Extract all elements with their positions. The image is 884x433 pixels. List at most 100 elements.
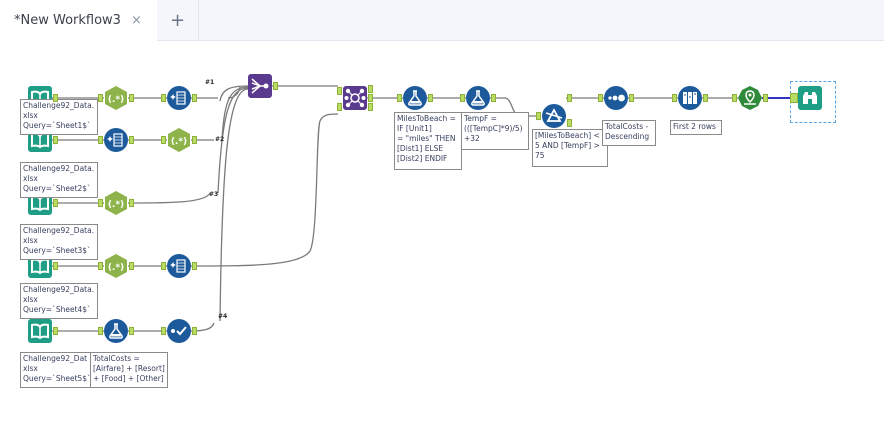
- connection-wire: [219, 85, 249, 102]
- input-port[interactable]: [161, 136, 166, 144]
- filter-tool[interactable]: [542, 104, 566, 128]
- join-multiple-tool[interactable]: [343, 86, 367, 110]
- annotation-input-1: Challenge92_Data. xlsx Query=`Sheet1$`: [20, 99, 98, 135]
- output-port[interactable]: [129, 94, 134, 102]
- input-port[interactable]: [598, 94, 603, 102]
- svg-text:(.*): (.*): [171, 137, 187, 147]
- connection-label: #2: [215, 136, 225, 143]
- input-port[interactable]: [161, 262, 166, 270]
- connection-wire: [217, 87, 249, 194]
- output-port-L[interactable]: [368, 85, 373, 93]
- flask-icon: [466, 86, 490, 110]
- regex-tool[interactable]: (.*): [167, 128, 191, 152]
- book-icon: [28, 254, 52, 278]
- output-port-false[interactable]: [567, 119, 572, 127]
- annotation-sample: First 2 rows: [670, 120, 722, 135]
- union-tool[interactable]: [248, 74, 272, 98]
- input-data-tool[interactable]: [28, 254, 52, 278]
- annotation-formula-total: TotalCosts = [Airfare] + [Resort] + [Foo…: [90, 352, 168, 388]
- workflow-canvas[interactable]: #1 #2 #3 #4 Challenge92_Data. xlsx Query…: [0, 41, 884, 433]
- formula-tool[interactable]: [466, 86, 490, 110]
- input-port[interactable]: [790, 93, 798, 103]
- output-port[interactable]: [53, 136, 58, 144]
- connection-wire: [221, 86, 249, 141]
- annotation-formula-temp: TempF = (([TempC]*9)/5) +32: [461, 112, 529, 150]
- input-port[interactable]: [460, 94, 465, 102]
- output-port-true[interactable]: [567, 94, 572, 102]
- input-data-tool[interactable]: [28, 319, 52, 343]
- output-port[interactable]: [763, 94, 768, 102]
- svg-text:(.*): (.*): [108, 263, 124, 273]
- tab-title: *New Workflow3: [14, 12, 121, 28]
- connection-label: #1: [205, 79, 215, 86]
- regex-tool[interactable]: (.*): [104, 191, 128, 215]
- sort-icon: [604, 86, 628, 110]
- input-port[interactable]: [536, 112, 541, 120]
- regex-tool[interactable]: (.*): [104, 86, 128, 110]
- connection-wire: [219, 88, 249, 322]
- input-port[interactable]: [98, 199, 103, 207]
- output-port[interactable]: [53, 262, 58, 270]
- data-cleansing-tool[interactable]: [104, 128, 128, 152]
- connection-label: #3: [209, 191, 219, 198]
- output-port[interactable]: [273, 82, 278, 90]
- map-pin-icon: [738, 86, 762, 110]
- input-port[interactable]: [732, 94, 737, 102]
- input-port[interactable]: [98, 136, 103, 144]
- join-icon: [343, 86, 367, 110]
- data-cleansing-tool[interactable]: [167, 254, 191, 278]
- output-port[interactable]: [192, 327, 197, 335]
- union-icon: [248, 74, 272, 98]
- sample-tool[interactable]: [678, 86, 702, 110]
- output-port[interactable]: [491, 94, 496, 102]
- output-port[interactable]: [129, 262, 134, 270]
- input-port[interactable]: [161, 94, 166, 102]
- input-port[interactable]: [98, 262, 103, 270]
- output-port[interactable]: [53, 94, 58, 102]
- annotation-input-3: Challenge92_Data. xlsx Query=`Sheet3$`: [20, 224, 98, 260]
- output-port[interactable]: [703, 94, 708, 102]
- output-port[interactable]: [129, 199, 134, 207]
- spatial-tool[interactable]: [738, 86, 762, 110]
- flask-icon: [104, 319, 128, 343]
- regex-tool[interactable]: (.*): [104, 254, 128, 278]
- browse-tool[interactable]: [798, 86, 822, 110]
- regex-icon: (.*): [105, 254, 127, 278]
- output-port[interactable]: [53, 327, 58, 335]
- output-port[interactable]: [192, 94, 197, 102]
- svg-text:(.*): (.*): [108, 200, 124, 210]
- input-port[interactable]: [397, 94, 402, 102]
- tab-workflow[interactable]: *New Workflow3 ×: [0, 0, 156, 40]
- new-tab-button[interactable]: +: [157, 0, 199, 41]
- annotation-input-4: Challenge92_Data. xlsx Query=`Sheet4$`: [20, 283, 98, 319]
- output-port[interactable]: [192, 136, 197, 144]
- regex-icon: (.*): [168, 128, 190, 152]
- output-port[interactable]: [129, 327, 134, 335]
- data-cleansing-icon: [167, 254, 191, 278]
- close-icon[interactable]: ×: [130, 12, 142, 28]
- formula-tool[interactable]: [403, 86, 427, 110]
- input-port[interactable]: [672, 94, 677, 102]
- output-port[interactable]: [428, 94, 433, 102]
- regex-icon: (.*): [105, 191, 127, 215]
- sample-icon: [678, 86, 702, 110]
- input-port-R[interactable]: [337, 103, 342, 111]
- output-port-R[interactable]: [368, 103, 373, 111]
- select-tool[interactable]: [167, 319, 191, 343]
- sort-tool[interactable]: [604, 86, 628, 110]
- binoculars-icon: [798, 86, 822, 110]
- output-port[interactable]: [129, 136, 134, 144]
- formula-tool[interactable]: [104, 319, 128, 343]
- output-port[interactable]: [192, 262, 197, 270]
- input-port[interactable]: [161, 327, 166, 335]
- input-port[interactable]: [98, 327, 103, 335]
- output-port[interactable]: [53, 199, 58, 207]
- connection-wire: [127, 192, 211, 204]
- annotation-input-2: Challenge92_Data. xlsx Query=`Sheet2$`: [20, 162, 98, 198]
- data-cleansing-tool[interactable]: [167, 86, 191, 110]
- data-cleansing-icon: [104, 128, 128, 152]
- input-port[interactable]: [98, 94, 103, 102]
- output-port[interactable]: [629, 94, 634, 102]
- output-port-J[interactable]: [368, 94, 373, 102]
- input-port-L[interactable]: [337, 87, 342, 95]
